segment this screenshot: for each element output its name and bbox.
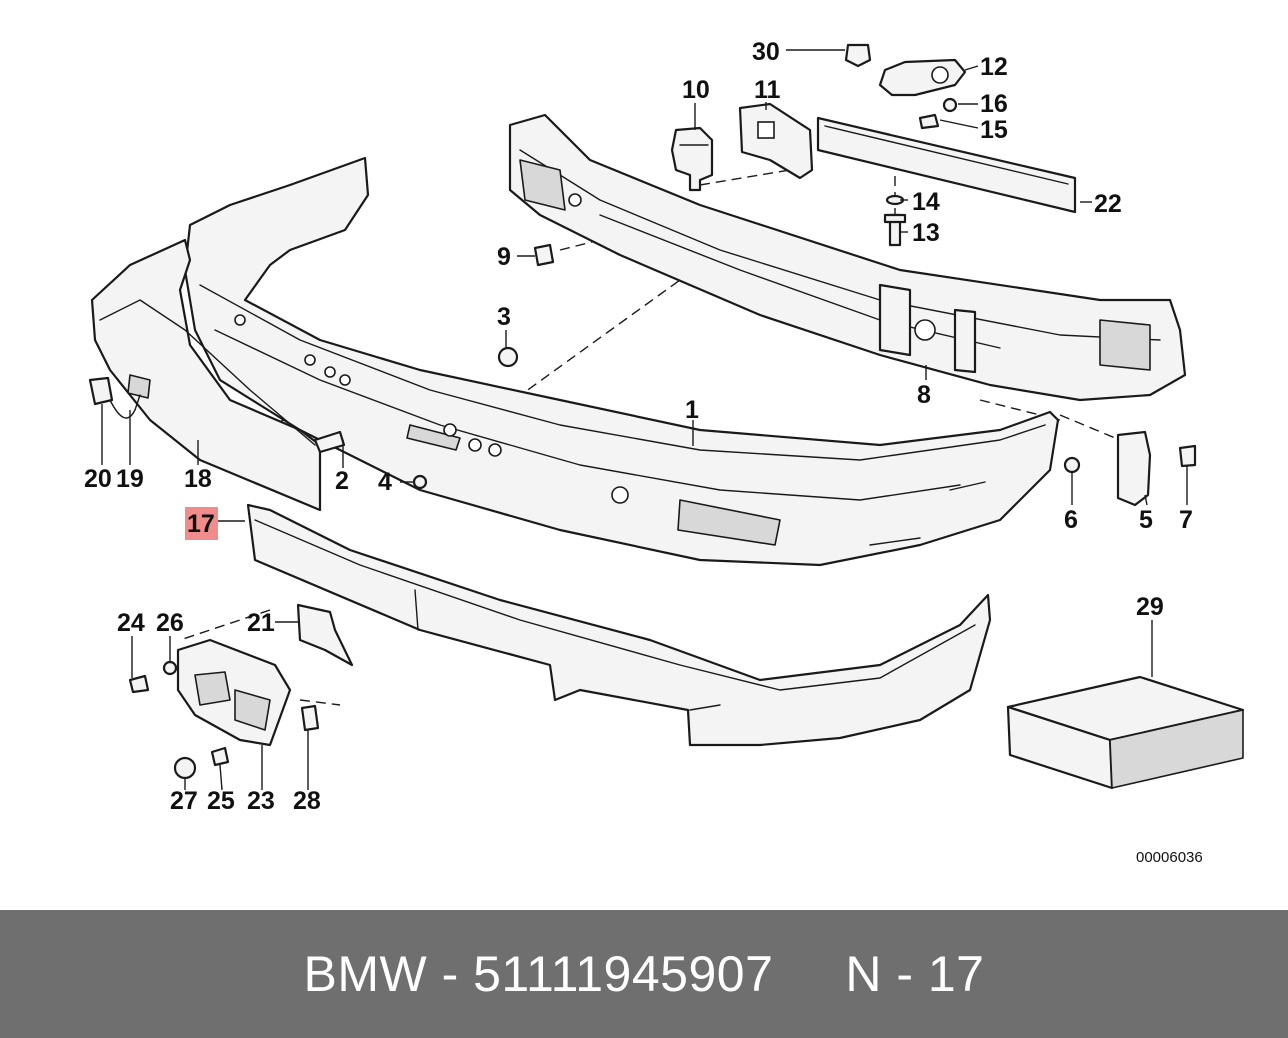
label-part-21: 21 [247,609,275,637]
label-part-1: 1 [685,396,699,424]
label-part-25: 25 [207,787,235,815]
part-10-bracket [670,126,714,192]
label-part-4: 4 [378,468,392,496]
leader-lines [101,49,1188,791]
part-number-text: BMW - 51111945907 N - 17 [303,946,985,1002]
label-part-30: 30 [752,38,780,66]
label-part-29: 29 [1136,593,1164,621]
label-part-7: 7 [1179,506,1193,534]
label-part-14: 14 [912,188,940,216]
part-18-side-trim [90,238,322,512]
highlight-box [185,507,218,540]
label-part-26: 26 [156,609,184,637]
label-part-28: 28 [293,787,321,815]
part-12-socket [878,58,967,97]
label-part-24: 24 [117,609,145,637]
part-8-bumper-carrier [508,113,1187,402]
label-part-22: 22 [1094,190,1122,218]
label-part-9: 9 [497,243,511,271]
label-part-2: 2 [335,467,349,495]
label-part-13: 13 [912,219,940,247]
label-part-12: 12 [980,53,1008,81]
label-part-8: 8 [917,381,931,409]
label-part-19: 19 [116,465,144,493]
label-part-27: 27 [170,787,198,815]
label-part-16: 16 [980,90,1008,118]
label-part-11: 11 [754,76,781,104]
part-17-lower-spoiler [246,503,992,747]
label-part-20: 20 [84,465,112,493]
exploded-parts-diagram: 30 12 16 15 10 11 22 14 13 9 3 1 8 20 19… [84,38,1245,866]
label-part-15: 15 [980,116,1008,144]
part-29-kit-box [1006,675,1245,790]
part-22-reinforcement [816,116,1077,214]
part-11-mount [738,102,814,180]
part-labels: 30 12 16 15 10 11 22 14 13 9 3 1 8 20 19… [84,38,1203,866]
part-number-banner: BMW - 51111945907 N - 17 [0,910,1288,1038]
part-1-bumper-cover [183,156,1060,567]
fasteners [88,43,1197,780]
label-part-3: 3 [497,303,511,331]
label-part-10: 10 [682,76,710,104]
label-part-17: 17 [187,510,215,538]
diagram-reference-code: 00006036 [1136,849,1203,866]
label-part-6: 6 [1064,506,1078,534]
label-part-5: 5 [1139,506,1153,534]
label-part-23: 23 [247,787,275,815]
label-part-18: 18 [184,465,212,493]
